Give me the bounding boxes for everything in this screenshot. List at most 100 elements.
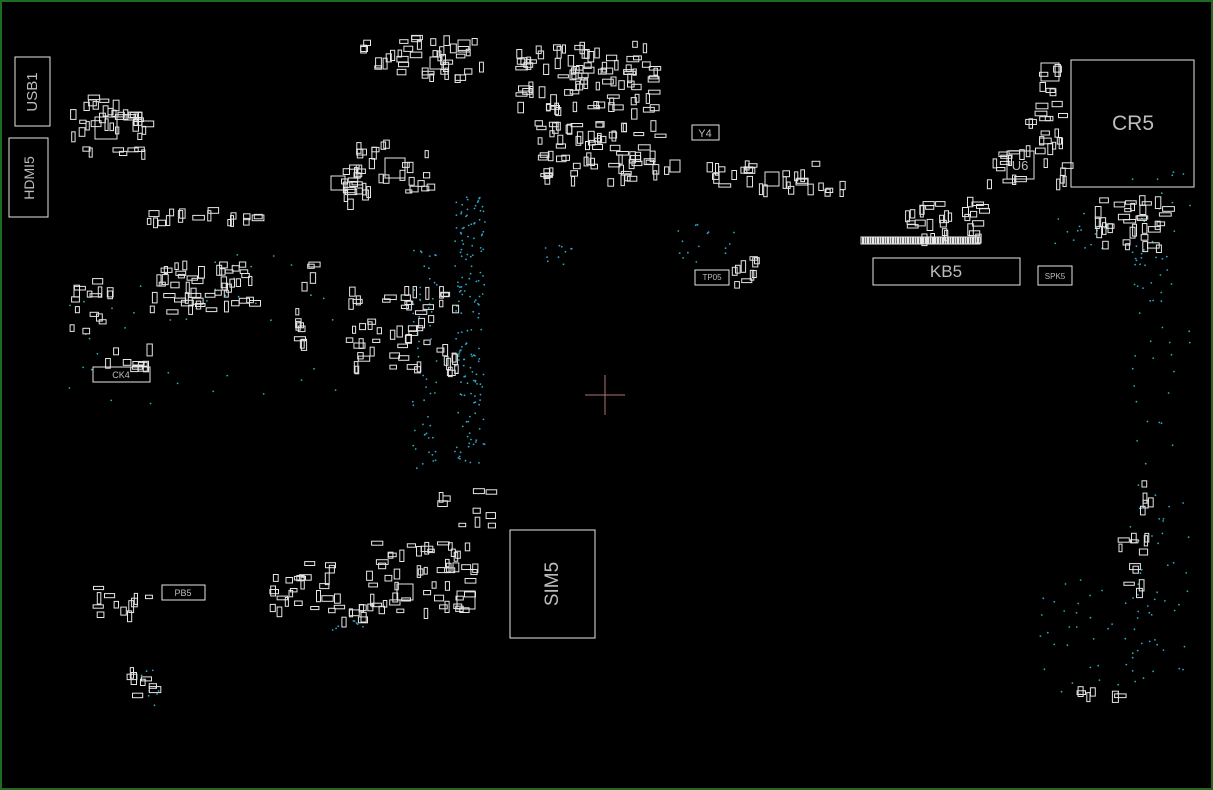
kb5-connector[interactable] (872, 257, 1021, 286)
smd-pad (188, 304, 193, 315)
smd-pad (133, 113, 138, 126)
smd-pad (788, 185, 795, 195)
smd-pad (601, 61, 608, 73)
via (465, 420, 468, 423)
hdmi5-connector[interactable] (8, 137, 49, 218)
via (477, 200, 480, 202)
smd-pad (608, 102, 615, 112)
via (1089, 616, 1092, 619)
smd-pad (358, 604, 367, 612)
smd-pad (243, 217, 250, 226)
via (465, 283, 467, 286)
smd-pad (839, 189, 844, 197)
via (454, 240, 456, 243)
smd-pad (425, 286, 430, 300)
via (90, 368, 93, 371)
smd-pad (412, 286, 418, 299)
via (458, 455, 461, 458)
smd-pad (406, 543, 416, 548)
smd-pad (454, 74, 467, 81)
smd-pad (444, 600, 450, 613)
via (1152, 357, 1155, 359)
via (474, 401, 477, 403)
smd-pad (572, 162, 581, 170)
via (707, 231, 710, 234)
via (1189, 204, 1191, 207)
via (412, 404, 415, 407)
via (454, 450, 456, 453)
kb5-pin (865, 236, 868, 245)
tp05-connector[interactable] (694, 269, 730, 286)
via (1171, 444, 1174, 447)
via (1162, 649, 1165, 651)
smd-pad (296, 322, 304, 329)
via (481, 293, 484, 295)
smd-pad (384, 574, 393, 582)
smd-pad (1125, 243, 1130, 251)
via (430, 338, 432, 340)
smd-pad (718, 183, 732, 188)
smd-pad (1054, 128, 1059, 138)
smd-pad (549, 130, 555, 138)
spk5-connector[interactable] (1037, 265, 1073, 286)
smd-pad (824, 188, 831, 197)
kb5-pin (875, 236, 878, 245)
via (463, 394, 466, 397)
smd-pad (418, 317, 426, 329)
sim5-socket[interactable] (509, 529, 596, 639)
via (1063, 610, 1066, 612)
smd-pad (353, 361, 359, 374)
smd-pad (1077, 686, 1084, 698)
smd-pad (105, 358, 111, 369)
pb5-connector[interactable] (161, 584, 206, 601)
smd-pad (421, 67, 429, 79)
via (1131, 251, 1134, 254)
smd-pad (1130, 202, 1135, 212)
smd-pad (609, 144, 621, 152)
smd-pad (553, 44, 561, 51)
via (139, 285, 142, 288)
usb1-connector[interactable] (14, 56, 51, 127)
smd-pad (97, 286, 103, 298)
y4-crystal[interactable] (691, 124, 720, 141)
via (212, 390, 215, 393)
via (1131, 670, 1134, 672)
via (430, 311, 433, 313)
via (470, 392, 472, 395)
smd-pad (235, 278, 242, 287)
smd-pad (146, 217, 152, 225)
cr5-card-reader[interactable] (1070, 59, 1195, 188)
smd-pad (939, 214, 945, 224)
smd-pad (1053, 65, 1062, 73)
via (457, 285, 459, 288)
smd-pad (607, 178, 615, 187)
smd-pad (1056, 178, 1061, 191)
smd-pad (177, 210, 184, 223)
ic-footprint (429, 56, 443, 70)
smd-pad (1138, 548, 1149, 556)
via (469, 295, 471, 298)
via (687, 251, 689, 254)
smd-pad (485, 489, 498, 495)
via (733, 231, 735, 234)
smd-pad (438, 492, 444, 503)
smd-pad (616, 151, 629, 156)
smd-pad (285, 577, 293, 584)
smd-pad (321, 595, 334, 602)
via (457, 332, 460, 334)
kb5-pin (885, 236, 888, 245)
smd-pad (642, 43, 648, 54)
via (479, 209, 482, 212)
ck4-component[interactable] (92, 366, 151, 383)
smd-pad (611, 130, 617, 142)
smd-pad (1143, 535, 1149, 547)
via (1139, 263, 1141, 266)
u6-chip[interactable] (1006, 150, 1035, 180)
smd-pad (132, 361, 145, 366)
smd-pad (1012, 174, 1017, 186)
via (421, 463, 424, 465)
smd-pad (389, 599, 401, 606)
smd-pad (618, 80, 625, 90)
kb5-pin (965, 236, 968, 245)
